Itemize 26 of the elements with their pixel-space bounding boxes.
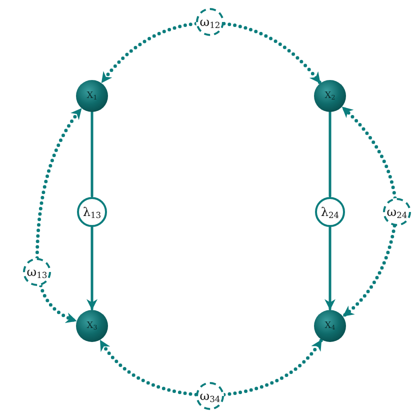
arrow [98,338,198,396]
arrow [222,22,322,84]
sphere-node [76,310,108,342]
node-label: ω$_{34}$ [200,389,220,403]
sphere-node [314,310,346,342]
sphere-node [314,80,346,112]
node-label: X$_{1}$ [86,91,98,101]
arrow [35,107,83,260]
arrow [86,226,98,310]
circle-node [315,197,345,227]
arrow [38,284,78,323]
arrow [100,22,198,84]
arrow [222,338,323,396]
node-label: λ$_{24}$ [320,205,340,219]
node-label: λ$_{13}$ [82,205,102,219]
sphere-node [76,80,108,112]
node-label: ω$_{13}$ [26,265,48,279]
node-label: X$_{3}$ [86,321,98,331]
node-label: X$_{2}$ [324,91,336,101]
node-label: ω$_{12}$ [200,15,220,29]
arrow [340,106,397,200]
node-label: ω$_{24}$ [386,205,408,219]
arrow [342,224,396,318]
node-label: X$_{4}$ [324,321,336,331]
circle-node [77,197,107,227]
arrow [324,226,336,310]
